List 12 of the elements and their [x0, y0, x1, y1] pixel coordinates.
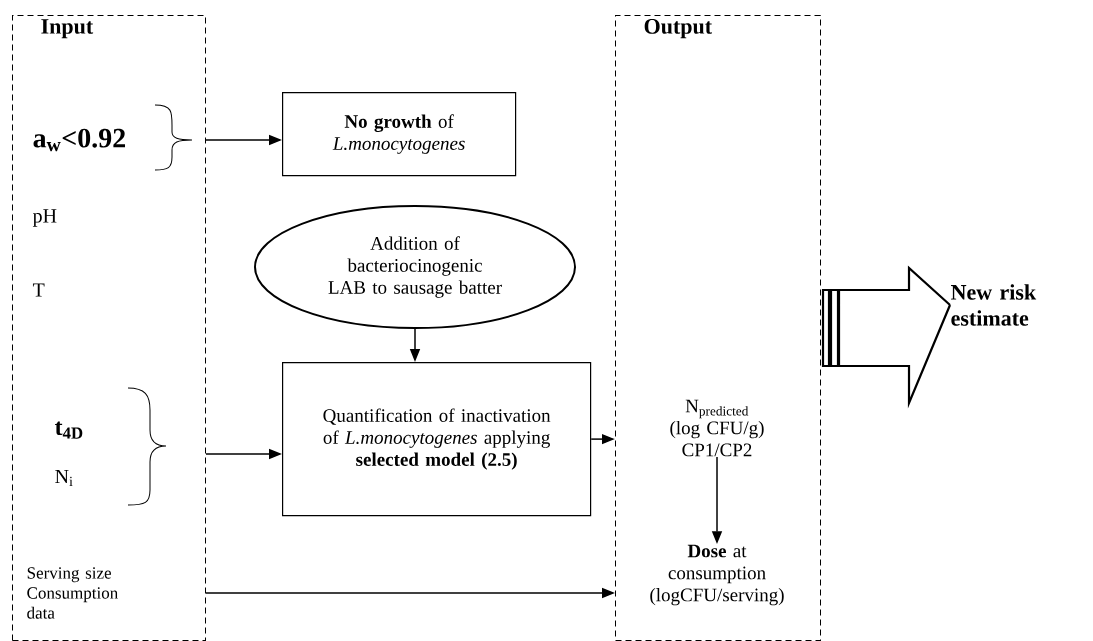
input-label: N$_{i}$ [55, 469, 73, 487]
input-label: T [32, 283, 45, 297]
block-arrow [821, 265, 952, 409]
result-label: New risk estimate [951, 284, 1037, 326]
output-label: $\mathrm{N}_{\mathrm{predicted}}$ (log CFU/g) CP1/CP2 [670, 399, 764, 457]
input-label: a$_{w}$<0.92 [33, 128, 125, 152]
process-box: Quantification of inactivation of L.monocytogenes applying selected model (2.5) [282, 362, 592, 517]
input-label: Serving size Consumption data [27, 567, 118, 619]
process-box: No growth of L.monocytogenes [282, 92, 517, 177]
input-label: pH [32, 209, 57, 227]
output-label: Dose at consumption (logCFU/serving) [650, 544, 784, 606]
input-label: t$_{4D}$ [55, 421, 83, 439]
